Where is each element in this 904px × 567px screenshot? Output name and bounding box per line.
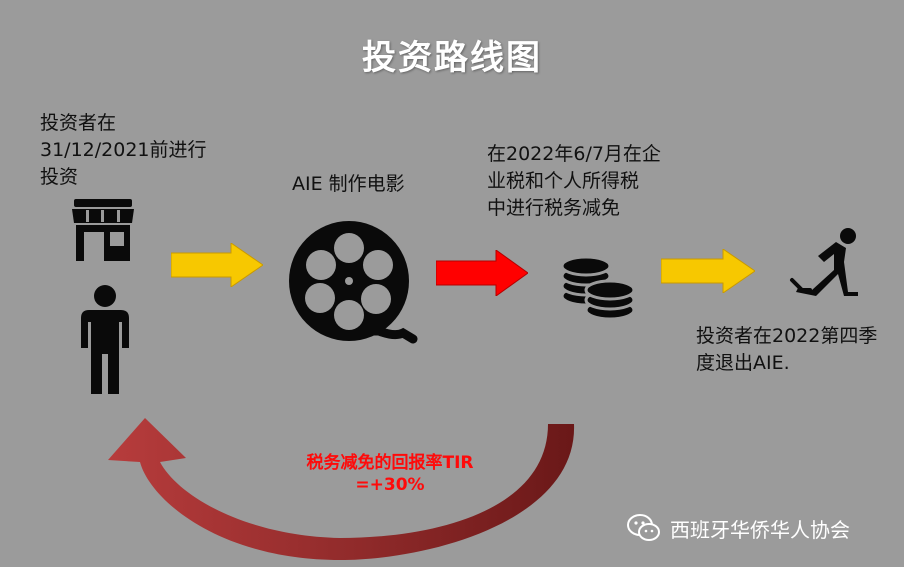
tir-line: =+30% — [355, 475, 425, 495]
step3-text: 在2022年6/7月在企 业税和个人所得税 中进行税务减免 — [487, 141, 661, 222]
person-icon — [81, 285, 129, 394]
arrow-step2-to-step3 — [436, 250, 528, 296]
watermark-text: 西班牙华侨华人协会 — [670, 517, 850, 542]
page-title: 投资路线图 — [362, 38, 542, 78]
step3-line: 业税和个人所得税 — [487, 170, 640, 192]
tir-label: 税务减免的回报率TIR =+30% — [270, 452, 510, 496]
arrow-step3-to-step4 — [661, 249, 755, 293]
step3-line: 中进行税务减免 — [487, 197, 621, 219]
wechat-icon — [627, 514, 660, 541]
skater-icon — [790, 228, 858, 296]
tir-line: 税务减免的回报率TIR — [306, 453, 474, 473]
step1-line: 投资者在 — [40, 112, 117, 134]
step1-line: 投资 — [40, 166, 79, 188]
step2-label: AIE 制作电影 — [292, 173, 405, 195]
step1-line: 31/12/2021前进行 — [40, 139, 207, 161]
step3-line: 在2022年6/7月在企 — [487, 143, 661, 165]
film-reel-icon — [289, 221, 418, 344]
step4-line: 度退出AIE. — [696, 352, 790, 374]
watermark: 西班牙华侨华人协会 — [626, 511, 850, 545]
step4-line: 投资者在2022第四季 — [696, 325, 878, 347]
coins-icon — [560, 255, 636, 321]
store-icon — [72, 199, 134, 261]
step1-text: 投资者在 31/12/2021前进行 投资 — [40, 110, 207, 191]
step4-text: 投资者在2022第四季 度退出AIE. — [696, 323, 877, 377]
arrow-step1-to-step2 — [171, 243, 263, 287]
